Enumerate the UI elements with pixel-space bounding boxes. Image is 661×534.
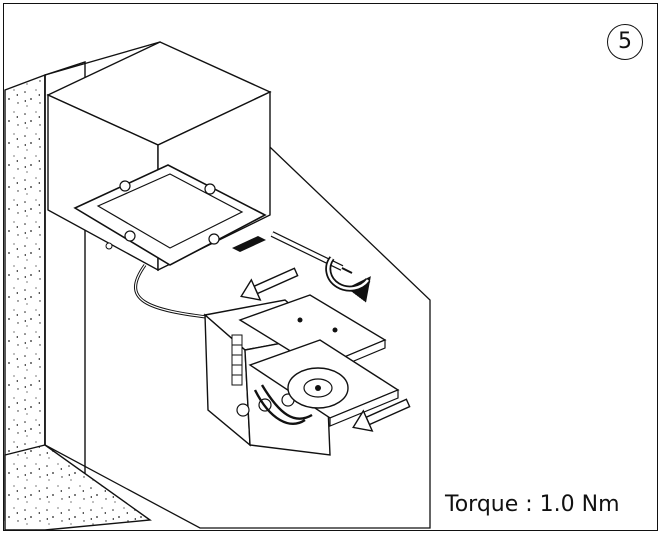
screwdriver: [270, 231, 371, 303]
supply-cable: [133, 264, 216, 320]
mounting-bracket: [238, 294, 400, 427]
torque-label: Torque : 1.0 Nm: [445, 492, 620, 517]
step-number-badge: 5: [607, 24, 643, 60]
step-number: 5: [618, 29, 632, 54]
direction-arrows: [240, 267, 411, 432]
cube-luminaire: [46, 41, 272, 272]
